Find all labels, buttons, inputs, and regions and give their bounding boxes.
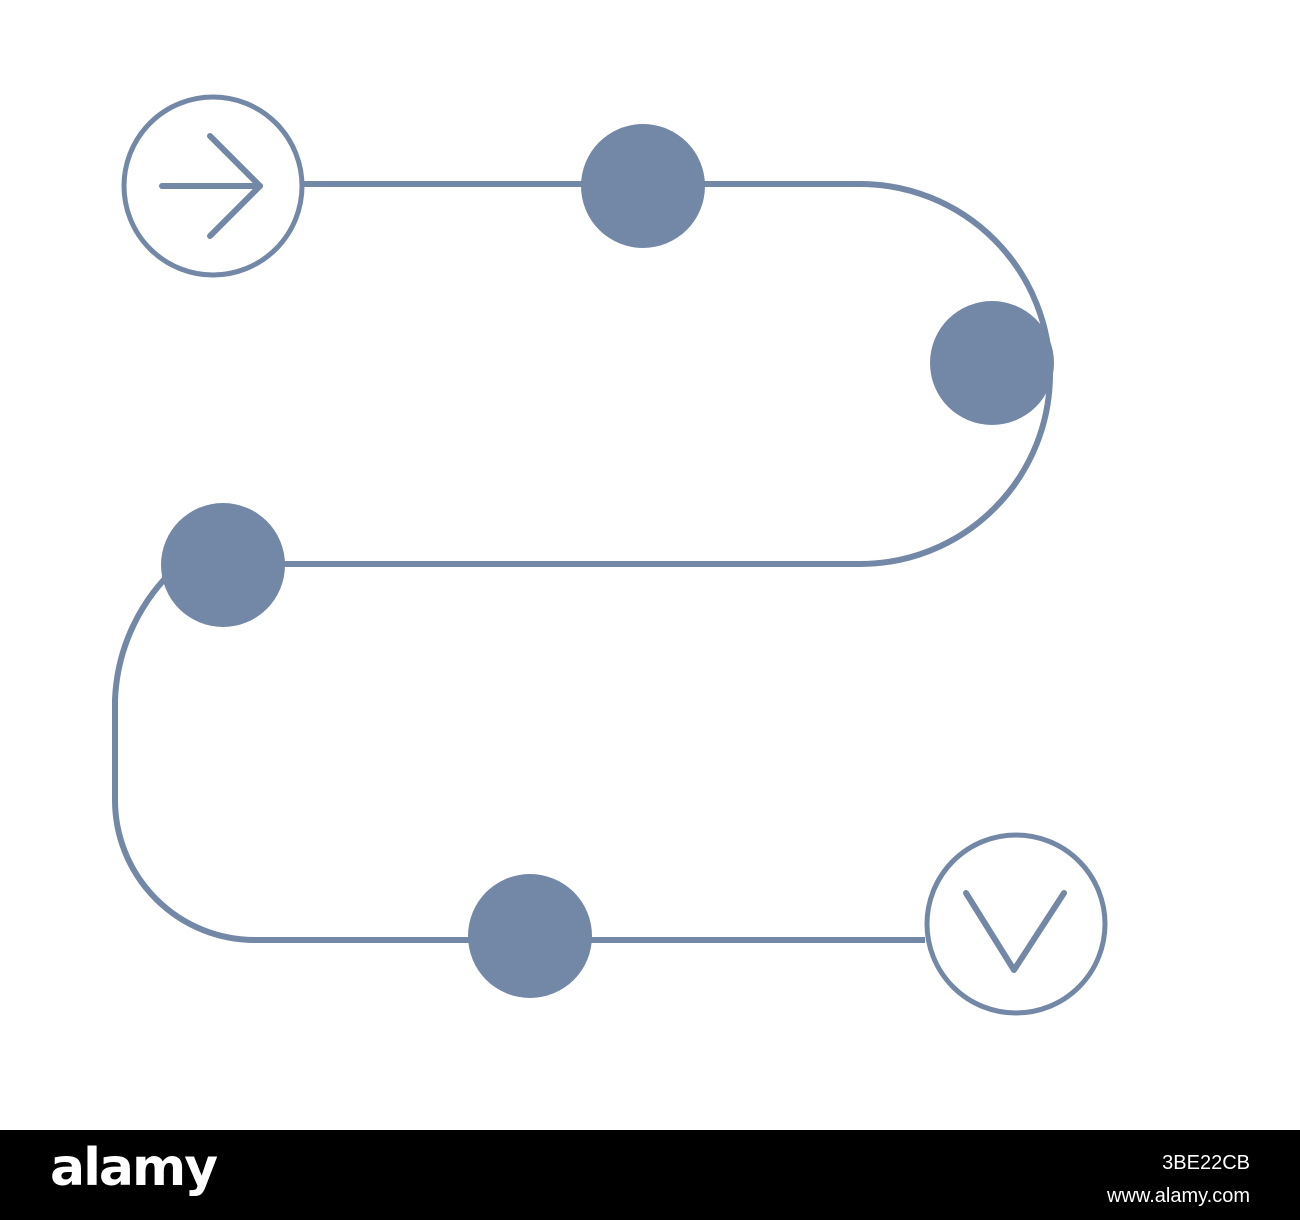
- start-node: [121, 94, 305, 278]
- end-node: [924, 832, 1108, 1016]
- milestone-dot: [468, 874, 592, 998]
- watermark-footer: alamy 3BE22CB www.alamy.com: [0, 1130, 1300, 1220]
- milestone-dot: [930, 301, 1054, 425]
- image-id: 3BE22CB: [1162, 1152, 1250, 1174]
- chevron-down-icon: [963, 890, 1067, 973]
- roadmap-diagram: [112, 94, 1108, 1016]
- milestone-dot: [581, 124, 705, 248]
- site-url: www.alamy.com: [1107, 1185, 1250, 1207]
- brand-logo: alamy: [50, 1138, 218, 1198]
- arrow-right-icon: [159, 133, 263, 239]
- milestone-dot: [161, 503, 285, 627]
- roadmap-path: [112, 181, 1053, 943]
